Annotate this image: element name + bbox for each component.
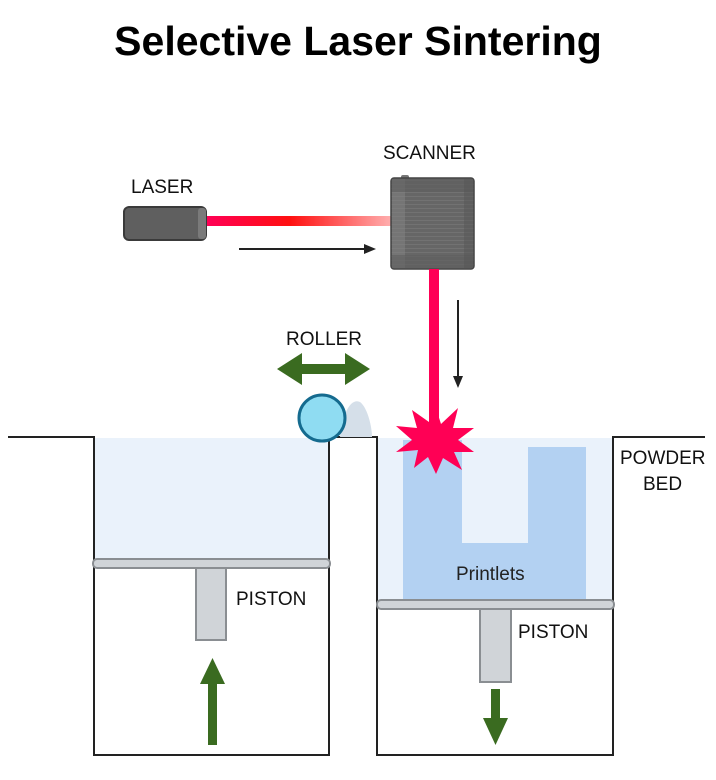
left-piston-up-arrow — [200, 658, 225, 745]
scanner-device — [390, 175, 475, 270]
left-ledge-outline — [8, 436, 330, 756]
roller-label: ROLLER — [286, 329, 363, 350]
left-piston-stem — [195, 567, 227, 641]
left-powder-feed — [95, 438, 329, 560]
right-piston-stem — [479, 608, 512, 683]
piston-left-label: PISTON — [236, 589, 307, 610]
scanner-label: SCANNER — [383, 143, 476, 164]
diagram-title: Selective Laser Sintering — [114, 18, 602, 64]
printlet-shape — [403, 440, 586, 600]
powder-bed-label-line1: POWDER — [620, 448, 706, 469]
piston-right-label: PISTON — [518, 622, 589, 643]
laser-device — [123, 206, 207, 241]
right-piston-down-arrow — [483, 689, 508, 745]
laser-label: LASER — [131, 177, 194, 198]
printlets-label: Printlets — [456, 564, 525, 585]
laser-beam-vertical — [429, 269, 439, 439]
laser-burst-icon — [396, 402, 474, 474]
roller — [297, 393, 347, 443]
roller-bidirectional-arrow — [277, 353, 370, 385]
laser-beam-horizontal — [207, 216, 392, 226]
powder-heap — [340, 401, 372, 437]
powder-bed-label-line2: BED — [643, 474, 683, 495]
right-piston-plate — [376, 599, 615, 610]
scan-direction-arrow — [453, 300, 463, 388]
left-piston-plate — [92, 558, 331, 569]
laser-direction-arrow — [239, 244, 376, 254]
